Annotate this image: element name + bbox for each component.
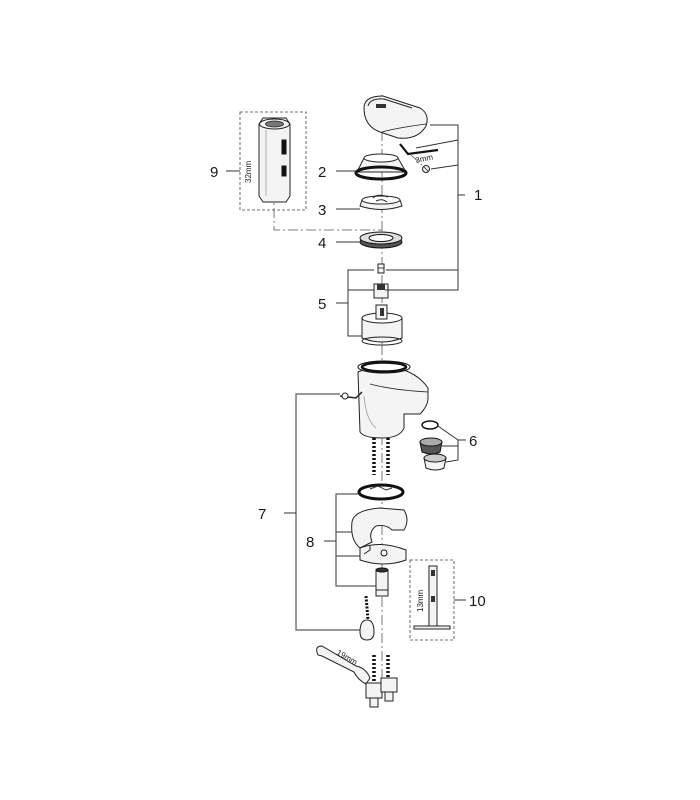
waste-plug	[359, 619, 375, 641]
cover-cap	[354, 153, 408, 181]
ring-nut-hole	[368, 234, 394, 242]
socket-tool-32mm: 32mm	[239, 111, 307, 211]
leader-1-main	[385, 124, 459, 291]
leader-1-hexkey	[415, 139, 459, 149]
mixer-shade	[363, 395, 377, 429]
spanner-13mm-slot-top	[431, 570, 435, 576]
threaded-stud	[375, 567, 389, 597]
cartridge-adapter-socket	[377, 284, 385, 290]
clamp-plate-tab	[363, 546, 371, 555]
link-rod-chain	[364, 595, 370, 621]
threaded-stud-body	[375, 569, 389, 597]
aerator-insert-top	[419, 437, 443, 447]
mixer-body-shell	[357, 366, 429, 439]
cartridge-screw	[377, 263, 385, 274]
mixer-spout-edge	[369, 383, 429, 393]
callout-6: 6	[469, 433, 477, 450]
handle-logo-plate	[376, 104, 386, 108]
hex-key-size-label: 3mm	[415, 152, 435, 165]
handle-lower-edge	[381, 123, 427, 133]
socket-slot-lower	[281, 165, 287, 177]
cover-cap-top	[363, 153, 399, 163]
mixer-body	[357, 360, 429, 439]
leader-lines	[226, 124, 466, 631]
handle-lever	[363, 95, 428, 139]
cover-cap-base	[354, 165, 408, 181]
aerator-washer	[421, 420, 439, 430]
connector-nut-left	[365, 682, 383, 699]
cartridge-spindle-slot	[380, 308, 384, 316]
pop-up-rod-lever	[339, 391, 363, 400]
callout-4: 4	[318, 235, 326, 252]
leader-6-main	[437, 425, 459, 463]
leader-7-main	[295, 393, 360, 631]
backing-plate	[351, 507, 408, 549]
socket-axis	[273, 190, 382, 231]
hex-key-bar	[399, 143, 439, 156]
connector-tail-right	[384, 691, 394, 702]
socket-size-label: 32mm	[244, 160, 253, 183]
clamp-plate-hole	[380, 549, 388, 557]
callout-7: 7	[258, 506, 266, 523]
socket-body	[258, 117, 291, 203]
spanner-13mm: 13mm	[409, 559, 455, 641]
hose-connectors	[365, 655, 398, 708]
mixer-body-seat	[360, 361, 408, 373]
callout-9: 9	[210, 164, 218, 181]
stop-ring-cam	[372, 194, 389, 203]
stop-ring	[359, 194, 403, 210]
cartridge-adapter	[373, 283, 389, 299]
aerator-set	[419, 420, 447, 471]
socket-tool-frame	[239, 111, 307, 211]
hex-key-3mm: 3mm	[399, 143, 439, 165]
mounting-set	[351, 483, 408, 565]
threaded-stud-top	[375, 567, 389, 573]
socket-slot-upper	[281, 139, 287, 155]
spanner-13mm-size-label: 13mm	[416, 589, 425, 612]
ring-nut	[359, 231, 403, 249]
spanner-13mm-slot-bottom	[431, 596, 435, 602]
aerator-housing-top	[423, 453, 447, 463]
cartridge-screw-body	[377, 263, 385, 274]
waste-link-rod	[359, 595, 375, 641]
connector-tail-left	[369, 697, 379, 708]
handle-top-edge	[367, 98, 413, 109]
socket-opening	[265, 120, 284, 128]
cartridge	[361, 304, 403, 346]
leader-8-main	[335, 493, 376, 587]
cartridge-seal	[361, 336, 403, 346]
callout-1: 1	[474, 187, 482, 204]
hexkey-axis	[410, 154, 424, 167]
flexible-hoses	[372, 438, 390, 475]
spanner-19mm: 19mm	[316, 645, 371, 685]
callout-5: 5	[318, 296, 326, 313]
grub-screw-slot	[423, 166, 429, 172]
leader-1-screw	[430, 164, 459, 170]
callout-numbers: 1 2 3 4 5 6 7 8 9 10	[210, 164, 486, 610]
callout-8: 8	[306, 534, 314, 551]
callout-2: 2	[318, 164, 326, 181]
spanner-13mm-tbar	[413, 625, 451, 630]
grub-screw	[422, 165, 430, 173]
callout-10: 10	[469, 593, 486, 610]
callout-3: 3	[318, 202, 326, 219]
pop-up-rod-knob	[341, 392, 349, 400]
mounting-seal-detail	[369, 485, 393, 491]
cartridge-body	[361, 317, 403, 343]
spanner-13mm-frame	[409, 559, 455, 641]
spanner-19mm-body	[316, 645, 371, 685]
connector-nut-right	[380, 677, 398, 693]
